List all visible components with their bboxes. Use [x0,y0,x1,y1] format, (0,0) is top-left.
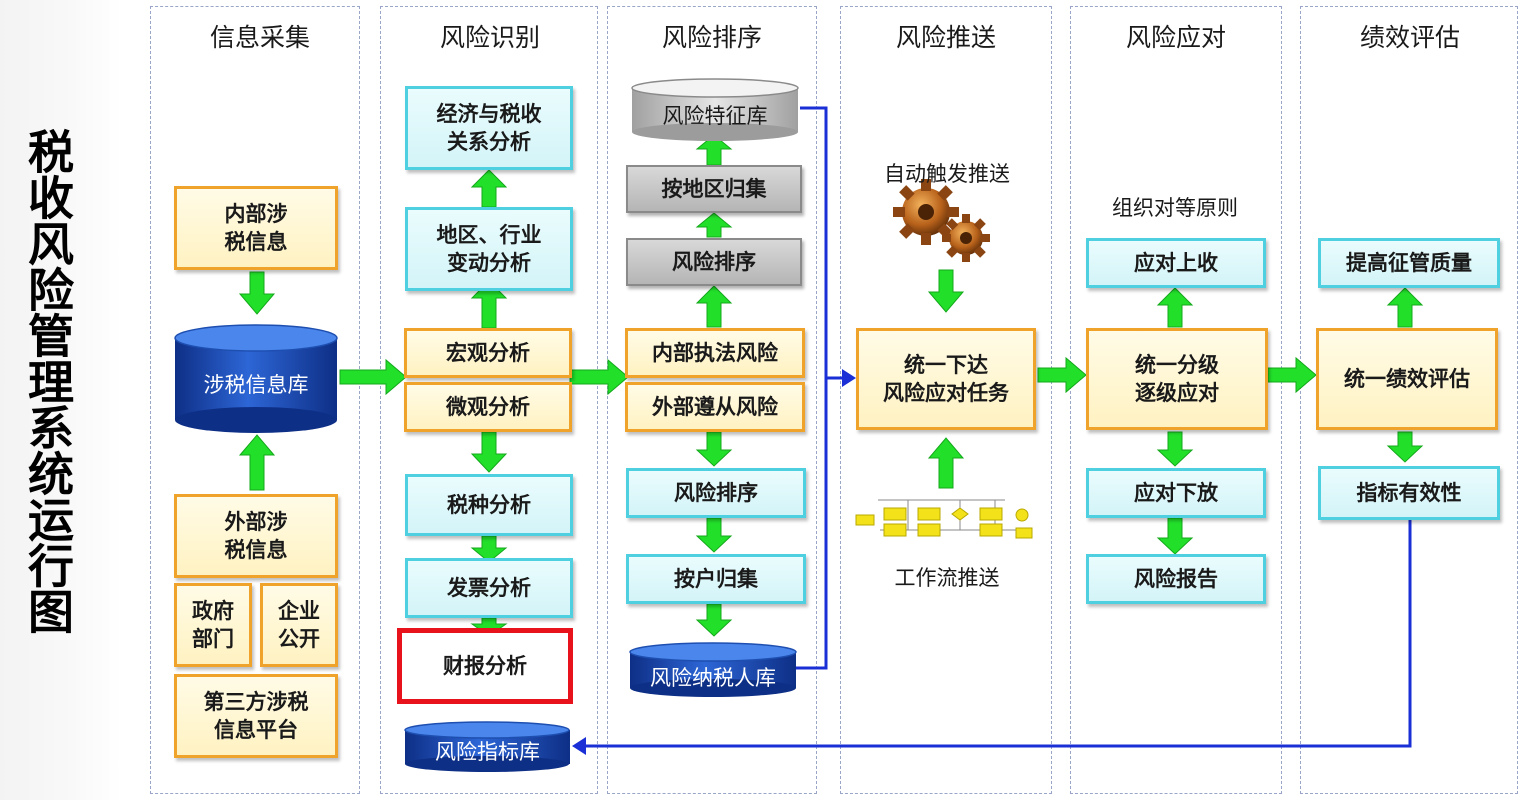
government-dept: 政府 部门 [174,583,252,667]
risk-ranking: 风险排序 [626,468,806,518]
equal-org-principle: 组织对等原则 [1080,192,1270,222]
arrowhead-indicator [572,737,586,755]
arrow-unified-to-quality [1388,288,1422,327]
arrow-push-to-respond [1038,358,1086,392]
unified-performance-evaluation: 统一绩效评估 [1316,328,1498,430]
arrow-external-to-ranking [697,432,731,466]
indicator-validity: 指标有效性 [1318,466,1500,520]
arrow-identify-to-rank [570,360,628,394]
respond-down: 应对下放 [1086,468,1266,518]
risk-indicator-db: 风险指标库 [405,736,570,766]
arrow-down-to-report [1158,518,1192,554]
tax-info-db: 涉税信息库 [175,369,337,399]
workflow-icon [856,500,1032,538]
arrow-grading-to-up [1158,288,1192,327]
enterprise-public: 企业 公开 [260,583,338,667]
arrow-unified-to-validity [1388,432,1422,462]
risk-ranking-gray: 风险排序 [626,238,802,286]
arrow-respond-to-evaluate [1268,358,1316,392]
third-party-platform: 第三方涉税 信息平台 [174,674,338,758]
external-tax-info: 外部涉 税信息 [174,494,338,578]
internal-tax-info: 内部涉 税信息 [174,186,338,270]
improve-collection-quality: 提高征管质量 [1318,238,1500,288]
financial-report-analysis: 财报分析 [397,628,573,704]
tax-type-analysis: 税种分析 [405,474,573,536]
micro-analysis: 微观分析 [404,382,572,432]
arrow-internal-to-db [240,272,274,314]
unified-grading-response: 统一分级 逐级应对 [1086,328,1268,430]
risk-feature-db: 风险特征库 [632,100,798,130]
invoice-analysis: 发票分析 [405,558,573,618]
internal-enforcement-risk: 内部执法风险 [625,328,805,378]
arrow-workflow-to-task [929,438,963,488]
auto-trigger-push: 自动触发推送 [852,158,1042,188]
arrow-micro-to-taxtype [472,432,506,472]
arrow-db-to-identify [340,360,406,394]
workflow-push: 工作流推送 [852,562,1042,592]
external-compliance-risk: 外部遵从风险 [625,382,805,432]
economy-tax-analysis: 经济与税收 关系分析 [405,86,573,170]
respond-up: 应对上收 [1086,238,1266,288]
risk-taxpayer-db: 风险纳税人库 [630,662,796,692]
collect-by-household: 按户归集 [626,554,806,604]
arrow-internal-to-rankgray [697,286,731,327]
risk-report: 风险报告 [1086,554,1266,604]
unified-task-dispatch: 统一下达 风险应对任务 [856,328,1036,430]
arrow-external-to-db [240,435,274,490]
arrow-gears-to-task [929,270,963,312]
arrow-household-to-taxpayerdb [697,604,731,636]
macro-analysis: 宏观分析 [404,328,572,378]
region-industry-analysis: 地区、行业 变动分析 [405,207,573,291]
arrowhead-task [842,369,856,387]
arrow-ranking-to-household [697,518,731,552]
arrow-region-to-economy [472,170,506,207]
line-feature-to-task [800,108,846,378]
arrow-rank-to-region [697,213,731,237]
gears-icon [893,179,990,262]
collect-by-region: 按地区归集 [626,165,802,213]
arrow-grading-to-down [1158,432,1192,466]
